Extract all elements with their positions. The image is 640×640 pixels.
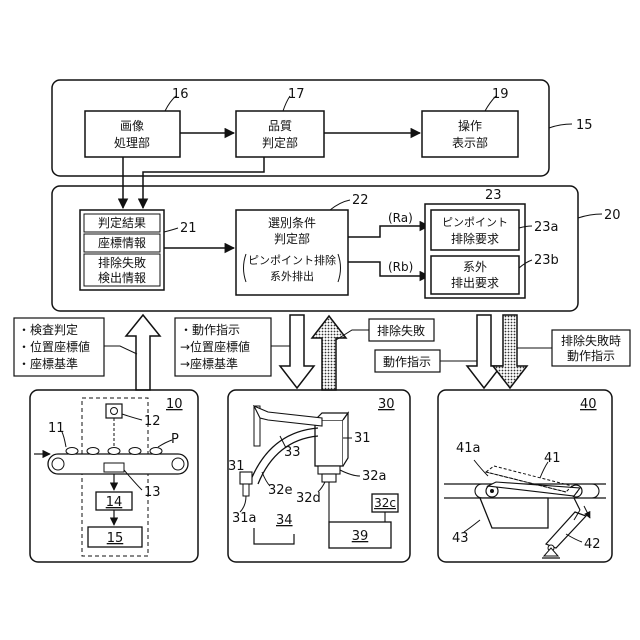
product	[150, 448, 162, 455]
product-ref: P	[171, 432, 179, 447]
selection-judgment-line1: 選別条件	[268, 216, 316, 230]
box-39-text: 39	[352, 529, 369, 544]
flap-pivot-ref: 41a	[456, 441, 481, 456]
robot-tool-ref: 31	[228, 459, 245, 474]
unit-discharge-ref: 40	[580, 397, 597, 412]
flap-ref: 41	[544, 451, 561, 466]
callout-robot-command-line3: →座標基準	[180, 356, 238, 371]
callout-inspection-line1: ・検査判定	[18, 322, 78, 337]
sensor-ref: 13	[144, 485, 161, 500]
pinpoint-request-line1: ピンポイント	[442, 216, 508, 229]
route-a-arrow	[348, 226, 429, 237]
callout-inspection-line3: ・座標基準	[18, 356, 78, 371]
image-processing-ref: 16	[172, 87, 189, 102]
system-out-request-ref: 23b	[534, 253, 559, 268]
operation-display-line1: 操作	[458, 118, 482, 133]
discharge-bin	[480, 498, 548, 528]
image-processing-line2: 処理部	[114, 135, 150, 150]
sensor	[104, 463, 124, 472]
middle-frame-ref: 20	[604, 208, 621, 223]
callout-robot-command-line2: →位置座標値	[180, 339, 250, 354]
requests-group-ref: 23	[485, 188, 502, 203]
robot-arm-ref: 33	[284, 445, 301, 460]
info-item-failure-line1: 排除失敗	[98, 255, 146, 270]
quality-judgment-line1: 品質	[268, 118, 292, 133]
robot-32d-ref: 32d	[296, 491, 321, 506]
quality-judgment-ref: 17	[288, 87, 305, 102]
big-arrow-down-discharge	[467, 315, 501, 388]
big-arrow-up-failure	[312, 316, 346, 390]
big-arrow-down-robot	[280, 315, 314, 388]
conveyor-ref: 11	[48, 421, 65, 436]
route-b-label: (Rb)	[388, 260, 413, 274]
robot-32a-ref: 32a	[362, 469, 387, 484]
robot-body-ref: 31	[354, 431, 371, 446]
callout-failure-command-line2: 動作指示	[567, 348, 615, 363]
callout-failure-command-line1: 排除失敗時	[561, 333, 621, 348]
tray-ref: 34	[276, 513, 293, 528]
operation-display-line2: 表示部	[452, 135, 488, 150]
big-arrow-down-failure-command	[493, 315, 527, 388]
info-item-judgment-text: 判定結果	[98, 215, 146, 230]
top-frame-ref: 15	[576, 118, 593, 133]
info-item-coordinates-text: 座標情報	[98, 235, 146, 250]
callout-operation-command-text: 動作指示	[383, 354, 431, 369]
selection-judgment-line4: 系外排出	[270, 269, 314, 283]
callout-inspection-pointer	[104, 346, 137, 354]
actuator-cylinder	[542, 498, 590, 558]
callout-robot-command-line1: ・動作指示	[180, 322, 240, 337]
product	[129, 448, 141, 455]
quality-judgment-line2: 判定部	[262, 135, 298, 150]
robot-body	[315, 420, 343, 466]
image-processing-block	[85, 111, 180, 157]
selection-judgment-ref: 22	[352, 193, 369, 208]
tray	[254, 528, 294, 544]
actuator-ref: 42	[584, 537, 601, 552]
bin-ref: 43	[452, 531, 469, 546]
info-item-failure-line2: 検出情報	[98, 271, 146, 285]
pinpoint-request-ref: 23a	[534, 220, 559, 235]
box-15-text: 15	[107, 531, 124, 546]
camera	[106, 404, 122, 418]
box-14-text: 14	[106, 495, 123, 510]
product	[108, 448, 120, 455]
system-out-request-line1: 系外	[463, 260, 487, 274]
quality-judgment-block	[236, 111, 324, 157]
robot-32e-ref: 32e	[268, 483, 293, 498]
camera-ref: 12	[144, 414, 161, 429]
pinpoint-request-line2: 排除要求	[451, 231, 499, 246]
operation-display-ref: 19	[492, 87, 509, 102]
system-out-request-line2: 排出要求	[451, 276, 499, 290]
arrow-17-to-21	[143, 157, 264, 208]
image-processing-line1: 画像	[120, 119, 144, 133]
selection-judgment-line2: 判定部	[274, 231, 310, 246]
box-32c-text: 32c	[374, 496, 396, 510]
info-group-ref: 21	[180, 221, 197, 236]
callout-reject-failure-text: 排除失敗	[377, 323, 425, 338]
unit-robot-ref: 30	[378, 397, 395, 412]
selection-judgment-line3: ピンポイント排除	[248, 253, 336, 267]
operation-display-block	[422, 111, 518, 157]
callout-inspection-line2: ・位置座標値	[18, 339, 90, 354]
route-a-label: (Ra)	[388, 211, 413, 225]
robot-tool-tip-ref: 31a	[232, 511, 257, 526]
product	[87, 448, 99, 455]
product	[66, 448, 78, 455]
unit-inspection-ref: 10	[166, 397, 183, 412]
big-arrow-up-inspection	[126, 315, 160, 390]
